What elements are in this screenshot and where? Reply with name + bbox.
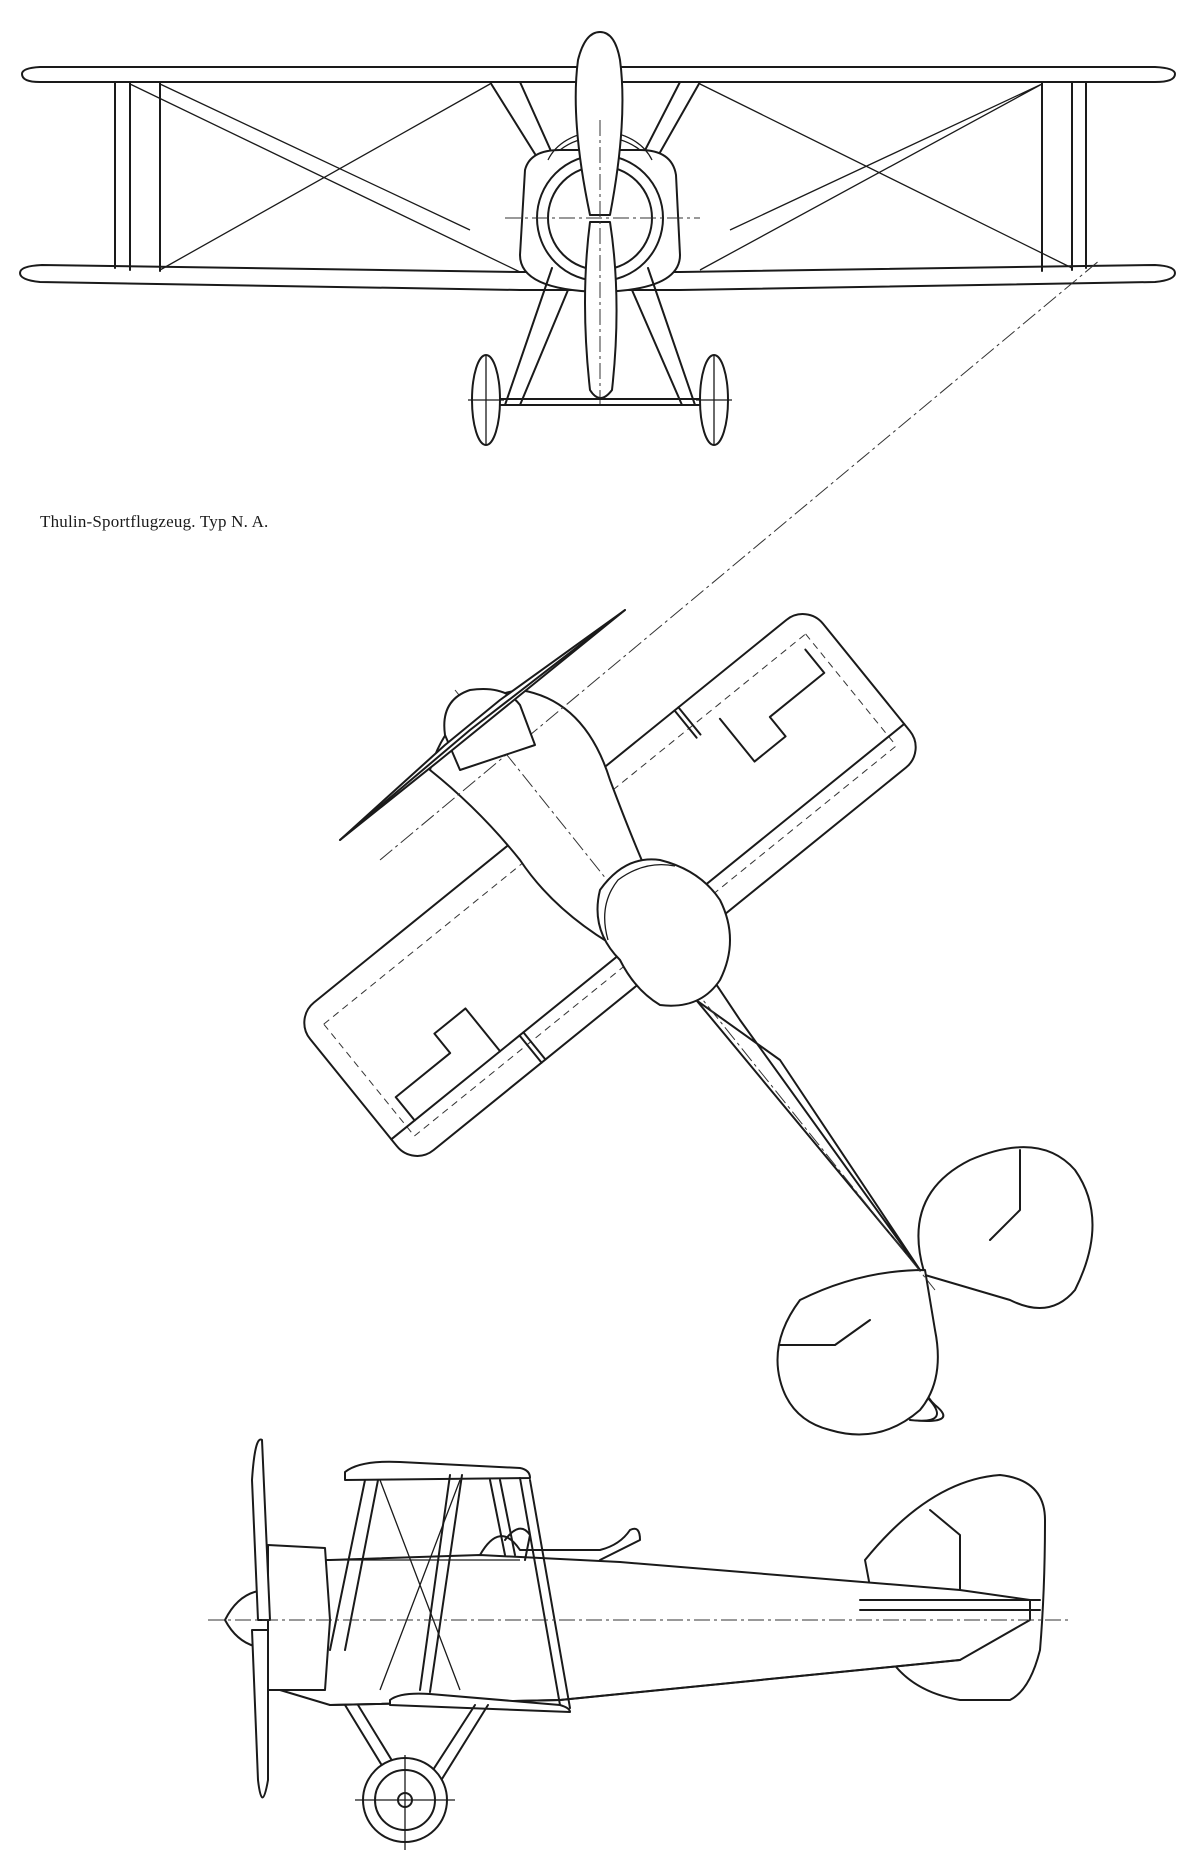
plan-elevator-hinge xyxy=(779,1149,1021,1346)
front-view xyxy=(19,31,1176,446)
front-strut-left xyxy=(114,81,161,272)
plan-propeller xyxy=(339,609,626,841)
front-cabane-struts xyxy=(489,81,701,171)
side-landing-gear xyxy=(344,1704,489,1796)
plan-cockpit-rim xyxy=(604,863,676,941)
plan-cockpit-opening xyxy=(596,858,731,1007)
side-cockpit-coaming xyxy=(479,1527,641,1561)
side-propeller-lower xyxy=(251,1629,269,1799)
plan-tailplane-lower xyxy=(776,1269,939,1436)
side-bracing-wires xyxy=(330,1479,520,1691)
side-rudder-hinge xyxy=(929,1509,961,1601)
front-propeller-blade-upper xyxy=(574,31,624,216)
front-strut-right xyxy=(1041,81,1087,272)
front-propeller-blade-lower xyxy=(584,221,618,399)
front-landing-gear-struts xyxy=(504,267,696,406)
front-wheel-hubs xyxy=(468,355,732,445)
side-cabane xyxy=(489,1479,531,1561)
side-wheel-centre xyxy=(355,1755,455,1850)
drawing-caption: Thulin-Sportflugzeug. Typ N. A. xyxy=(40,512,269,531)
side-propeller-upper xyxy=(251,1438,271,1621)
side-engine-cowling xyxy=(267,1544,331,1691)
plan-view xyxy=(303,259,1101,1436)
side-upper-wing xyxy=(344,1460,531,1481)
plan-aileron-right xyxy=(718,648,826,763)
front-axle xyxy=(477,398,723,406)
side-tailplane xyxy=(859,1599,1041,1611)
plan-aileron-left xyxy=(394,1007,502,1122)
side-view xyxy=(208,1438,1070,1850)
plan-propeller-edge xyxy=(339,609,626,841)
front-centre-lines xyxy=(505,120,700,410)
plan-tailplane xyxy=(906,1146,1094,1422)
front-bracing-wires xyxy=(129,83,1073,273)
plan-wing-root-struts xyxy=(518,706,702,1064)
side-interplane-struts xyxy=(329,1474,571,1709)
plan-engine-cowl xyxy=(443,688,536,771)
